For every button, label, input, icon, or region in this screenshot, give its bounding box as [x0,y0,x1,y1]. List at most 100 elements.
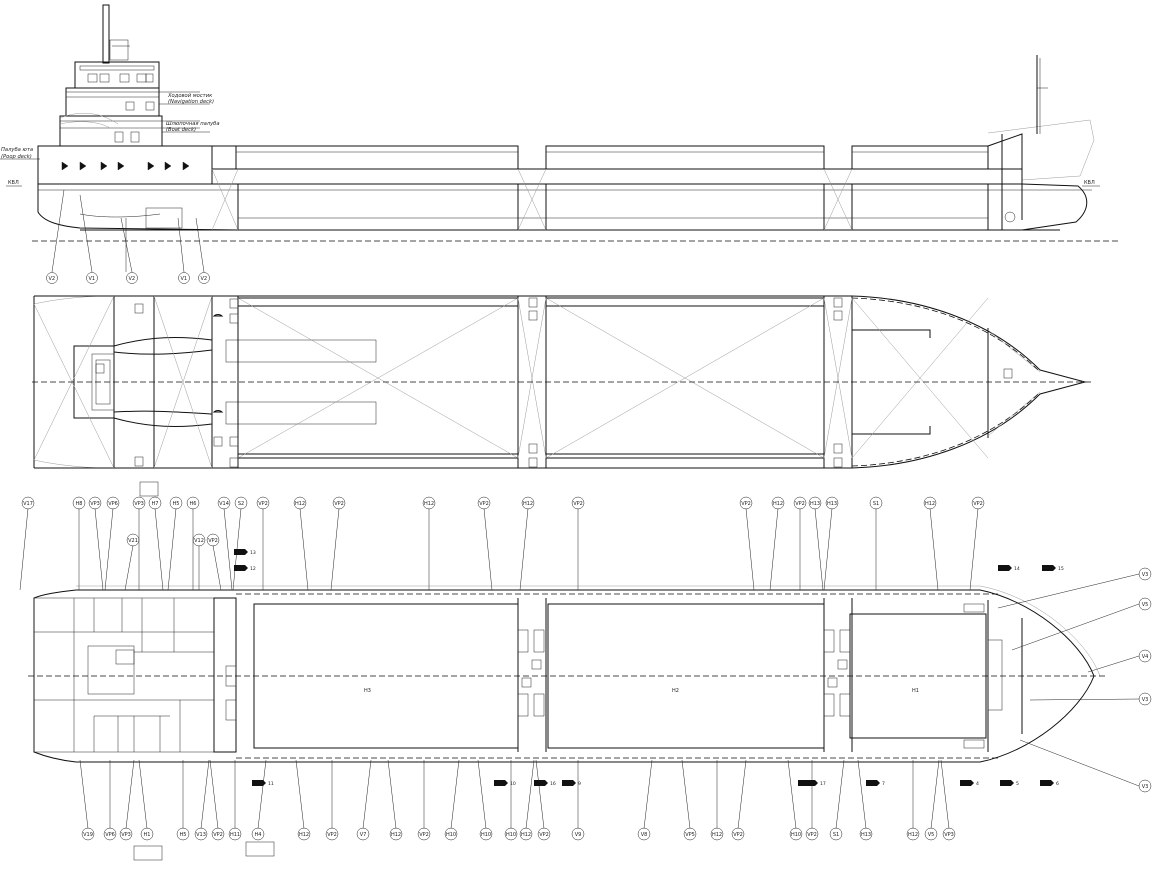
leader-line [940,759,950,829]
callout-circle [1138,779,1152,793]
deck-ref-label: 11 [268,781,274,787]
leader-line [769,508,779,591]
callout-circle [906,827,920,841]
deck-ref-arrow [252,780,266,786]
deck-ref-arrow [234,549,248,555]
callout-label: VP2 [807,832,817,838]
callout-circle [106,496,120,510]
profile-callout-label: V1 [89,276,96,282]
callout-label: V8 [641,832,648,838]
deck-ref-arrow [1000,780,1014,786]
callout-label: H13 [827,501,837,507]
callout-circle [356,827,370,841]
callout-label: V19 [83,832,93,838]
callout-label: H4 [255,832,262,838]
callout-circle [683,827,697,841]
leader-line [1029,698,1140,701]
callout-circle [924,827,938,841]
callout-circle [332,496,346,510]
callout-circle [571,496,585,510]
hatch-coaming-aft [235,145,519,170]
profile-callout-label: V2 [49,276,56,282]
portholes [61,161,190,171]
callout-label: H12 [523,501,533,507]
deck-ref-arrow [998,565,1012,571]
callout-circle [148,496,162,510]
profile-callouts: V2 V1 V2 V1 V2 [46,189,210,284]
callout-label: VP2 [539,832,549,838]
boat-deck-label-en: (Boat deck) [166,127,196,133]
profile-callout-label: V2 [129,276,136,282]
deck-ref-arrow [562,780,576,786]
callout-label: H13 [810,501,820,507]
deck-ref-arrow [1042,565,1056,571]
callout-label: VP2 [258,501,268,507]
callout-circle [325,827,339,841]
callout-circle [88,496,102,510]
callout-circle [81,827,95,841]
callout-label: H13 [861,832,871,838]
callout-label: H7 [152,501,159,507]
callout-label: V12 [194,538,204,544]
leader-line [930,759,940,829]
callout-circle [519,827,533,841]
deck-ref-arrow [534,780,548,786]
callout-label: H10 [446,832,456,838]
leader-line [737,759,747,829]
callout-label: H10 [481,832,491,838]
hold-label-3: H3 [364,688,371,694]
hatch-coaming-mid [545,145,825,170]
callout-label: H1 [144,832,151,838]
callout-circle [228,827,242,841]
callout-label: VP2 [741,501,751,507]
callout-label: V5 [1142,602,1149,608]
callout-circle [72,496,86,510]
leader-line [125,759,135,829]
callout-circle [739,496,753,510]
leader-line [167,508,177,591]
callout-label: VP3 [121,832,131,838]
callout-circle [571,827,585,841]
wheelhouse-windows [87,73,154,83]
callout-circle [132,496,146,510]
callout-circle [793,496,807,510]
profile-callout-label: V1 [181,276,188,282]
callout-label: S2 [238,501,244,507]
deck-ref-label: 10 [510,781,516,787]
callout-label: VP2 [334,501,344,507]
callout-circle [1138,567,1152,581]
callout-circle [1138,649,1152,663]
callout-circle [211,827,225,841]
leader-line [1087,655,1140,673]
callout-label: S1 [833,832,839,838]
leader-line [929,508,939,591]
leader-line [681,759,691,829]
callout-label: VP3 [90,501,100,507]
deck-ref-arrow [804,780,818,786]
callout-circle [444,827,458,841]
deck-ref-arrow [1040,780,1054,786]
deck-reference-tags: 4567891011121314151617 [234,549,1064,787]
deck-ref-label: 12 [250,566,256,572]
deck-ref-label: 6 [1056,781,1059,787]
callout-circle [971,496,985,510]
callout-label: H8 [76,501,83,507]
bulkhead-boxes [225,603,1003,749]
deck-ref-label: 7 [882,781,885,787]
callout-label: V5 [928,832,935,838]
bulkhead-bracing-profile [211,168,853,231]
callout-circle [140,827,154,841]
callout-label: H11 [230,832,240,838]
callout-label: H12 [925,501,935,507]
callout-label: VP2 [208,538,218,544]
callout-label: H12 [391,832,401,838]
callout-circle [251,827,265,841]
deck-equipment [95,297,1013,468]
callout-label: H10 [506,832,516,838]
callout-label: VP2 [573,501,583,507]
callout-label: VP2 [795,501,805,507]
leader-line [525,759,535,829]
